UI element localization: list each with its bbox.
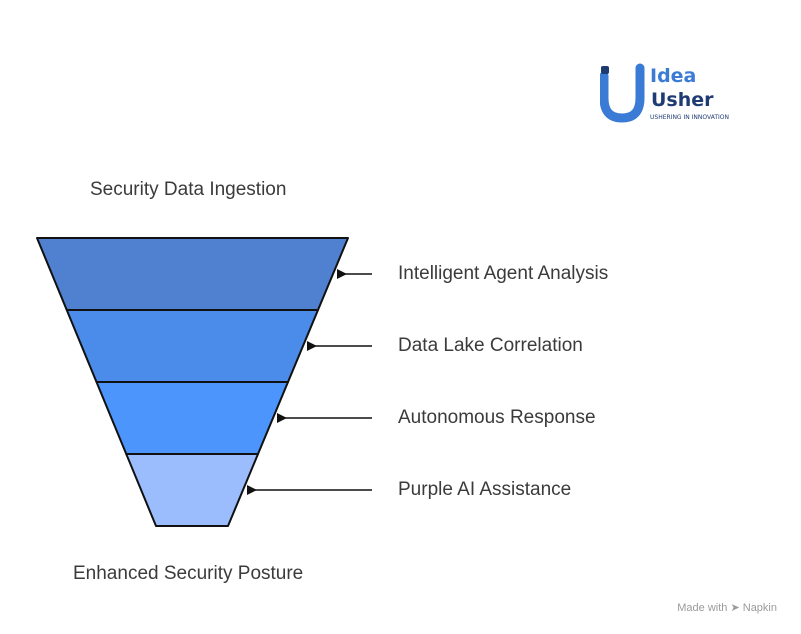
napkin-watermark: Made with ➤ Napkin <box>677 601 777 614</box>
funnel-layer-3 <box>95 381 289 455</box>
stage-label-4: Purple AI Assistance <box>398 479 572 500</box>
watermark-prefix: Made with <box>677 602 728 614</box>
funnel-top-label: Security Data Ingestion <box>90 179 287 200</box>
funnel-layers <box>36 237 349 527</box>
watermark-brand: Napkin <box>742 602 777 614</box>
stage-label-3: Autonomous Response <box>398 407 596 428</box>
svg-text:Idea: Idea <box>650 65 696 87</box>
funnel-arrows <box>247 269 372 495</box>
funnel-layer-1 <box>36 237 349 311</box>
svg-text:Usher: Usher <box>651 89 714 111</box>
idea-usher-logo: Idea Usher USHERING IN INNOVATION <box>599 62 750 124</box>
stage-label-1: Intelligent Agent Analysis <box>398 263 609 284</box>
idea-usher-logo-mark: Idea Usher USHERING IN INNOVATION <box>599 63 740 123</box>
svg-text:USHERING IN INNOVATION: USHERING IN INNOVATION <box>650 114 729 121</box>
stage-label-2: Data Lake Correlation <box>398 335 583 356</box>
napkin-icon: ➤ <box>730 602 740 614</box>
funnel-layer-2 <box>65 309 319 383</box>
funnel-layer-4 <box>125 453 259 527</box>
funnel-bottom-label: Enhanced Security Posture <box>73 563 304 584</box>
